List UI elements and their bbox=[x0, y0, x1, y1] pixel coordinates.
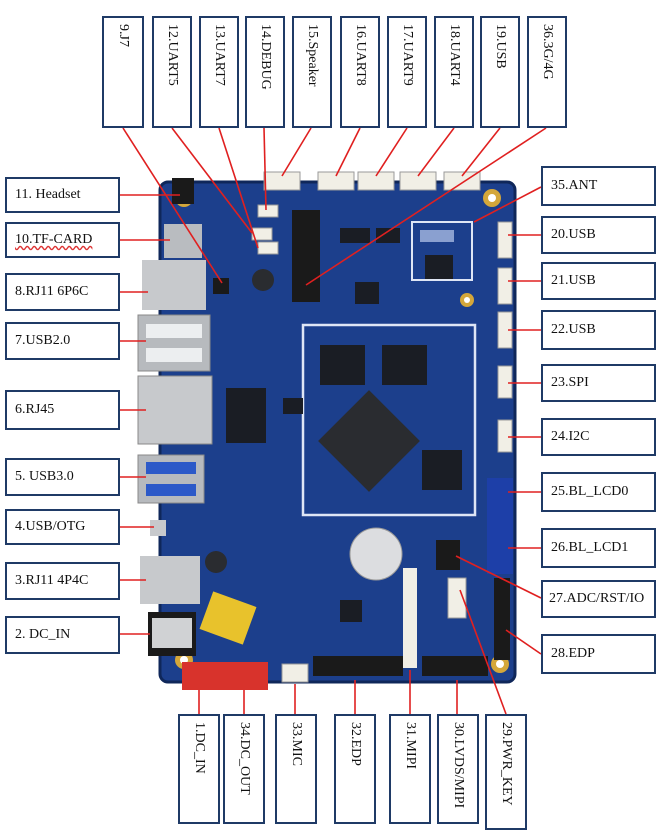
label-3g4g: 36.3G/4G bbox=[527, 16, 567, 128]
capacitor bbox=[252, 269, 274, 291]
wifi-module bbox=[411, 221, 473, 281]
usb-connector bbox=[497, 267, 513, 305]
wifi-chip bbox=[425, 255, 453, 279]
lvds-header bbox=[422, 656, 488, 676]
chip bbox=[340, 228, 370, 243]
label-j7: 9.J7 bbox=[102, 16, 144, 128]
label-spi: 23.SPI bbox=[541, 364, 656, 402]
top-connector bbox=[317, 171, 355, 191]
label-pwr-key: 29.PWR_KEY bbox=[485, 714, 527, 830]
label-headset: 11. Headset bbox=[5, 177, 120, 213]
usb-connector bbox=[497, 221, 513, 259]
label-usb30: 5. USB3.0 bbox=[5, 458, 120, 496]
top-connector bbox=[399, 171, 437, 191]
spi-connector bbox=[497, 365, 513, 399]
label-usb19: 19.USB bbox=[480, 16, 520, 128]
label-tf-card: 10.TF-CARD bbox=[5, 222, 120, 258]
rj45-port bbox=[137, 375, 213, 445]
chip bbox=[283, 398, 303, 414]
label-usb22: 22.USB bbox=[541, 310, 656, 350]
label-dc-out: 34.DC_OUT bbox=[223, 714, 265, 824]
label-dc-in-1: 1.DC_IN bbox=[178, 714, 220, 824]
edp-header-right bbox=[494, 578, 510, 660]
label-mipi: 31.MIPI bbox=[389, 714, 431, 824]
label-usb21: 21.USB bbox=[541, 262, 656, 300]
label-usb20: 7.USB2.0 bbox=[5, 322, 120, 360]
adc-header bbox=[436, 540, 460, 570]
mipi-connector bbox=[403, 568, 417, 668]
top-connector bbox=[357, 171, 395, 191]
label-ant: 35.ANT bbox=[541, 166, 656, 206]
label-lvds-mipi: 30.LVDS/MIPI bbox=[437, 714, 479, 824]
small-connector bbox=[257, 241, 279, 255]
label-usb20r: 20.USB bbox=[541, 216, 656, 254]
label-edp28: 28.EDP bbox=[541, 634, 656, 674]
label-rj45: 6.RJ45 bbox=[5, 390, 120, 430]
fuse bbox=[199, 591, 257, 645]
edp-header-bottom bbox=[313, 656, 403, 676]
headset-jack bbox=[172, 178, 194, 204]
tf-card-slot bbox=[164, 224, 202, 258]
i2c-connector bbox=[497, 419, 513, 453]
label-uart9: 17.UART9 bbox=[387, 16, 427, 128]
small-connector bbox=[251, 227, 273, 241]
top-connector bbox=[263, 171, 301, 191]
pointer-lines bbox=[120, 127, 547, 715]
label-bl-lcd1: 26.BL_LCD1 bbox=[541, 528, 656, 568]
som-outline bbox=[301, 323, 477, 517]
chip bbox=[226, 388, 266, 443]
ram-chip bbox=[320, 345, 365, 385]
dc-out-connector bbox=[218, 662, 268, 690]
label-rj11-6p6c: 8.RJ11 6P6C bbox=[5, 273, 120, 311]
capacitor bbox=[205, 551, 227, 573]
label-speaker: 15.Speaker bbox=[292, 16, 332, 128]
bl-lcd-connector bbox=[487, 478, 513, 574]
soc-chip bbox=[318, 390, 420, 492]
label-rj11-4p4c: 3.RJ11 4P4C bbox=[5, 562, 120, 600]
j7-header bbox=[213, 278, 229, 294]
usb20-port bbox=[137, 314, 211, 372]
label-uart8: 16.UART8 bbox=[340, 16, 380, 128]
ram-chip bbox=[382, 345, 427, 385]
usb-otg-port bbox=[150, 520, 166, 536]
label-i2c: 24.I2C bbox=[541, 418, 656, 456]
rj11-6p6c-port bbox=[142, 260, 206, 310]
pwr-key-connector bbox=[447, 577, 467, 619]
chip bbox=[355, 282, 379, 304]
rj11-4p4c-port bbox=[140, 556, 200, 604]
label-uart5: 12.UART5 bbox=[152, 16, 192, 128]
label-dc-in-2: 2. DC_IN bbox=[5, 616, 120, 654]
label-usb-otg: 4.USB/OTG bbox=[5, 509, 120, 545]
coin-cell-battery bbox=[349, 527, 403, 581]
mini-pcie-slot bbox=[292, 210, 320, 302]
label-uart4: 18.UART4 bbox=[434, 16, 474, 128]
chip bbox=[340, 600, 362, 622]
label-debug: 14.DEBUG bbox=[245, 16, 285, 128]
small-connector bbox=[257, 204, 279, 218]
dc-in-connector bbox=[182, 662, 218, 690]
label-mic: 33.MIC bbox=[275, 714, 317, 824]
mic-connector bbox=[281, 663, 309, 683]
label-uart7: 13.UART7 bbox=[199, 16, 239, 128]
label-adc-rst-io: 27.ADC/RST/IO bbox=[541, 580, 656, 618]
chip bbox=[376, 228, 400, 243]
emmc-chip bbox=[422, 450, 462, 490]
label-bl-lcd0: 25.BL_LCD0 bbox=[541, 472, 656, 512]
label-edp32: 32.EDP bbox=[334, 714, 376, 824]
